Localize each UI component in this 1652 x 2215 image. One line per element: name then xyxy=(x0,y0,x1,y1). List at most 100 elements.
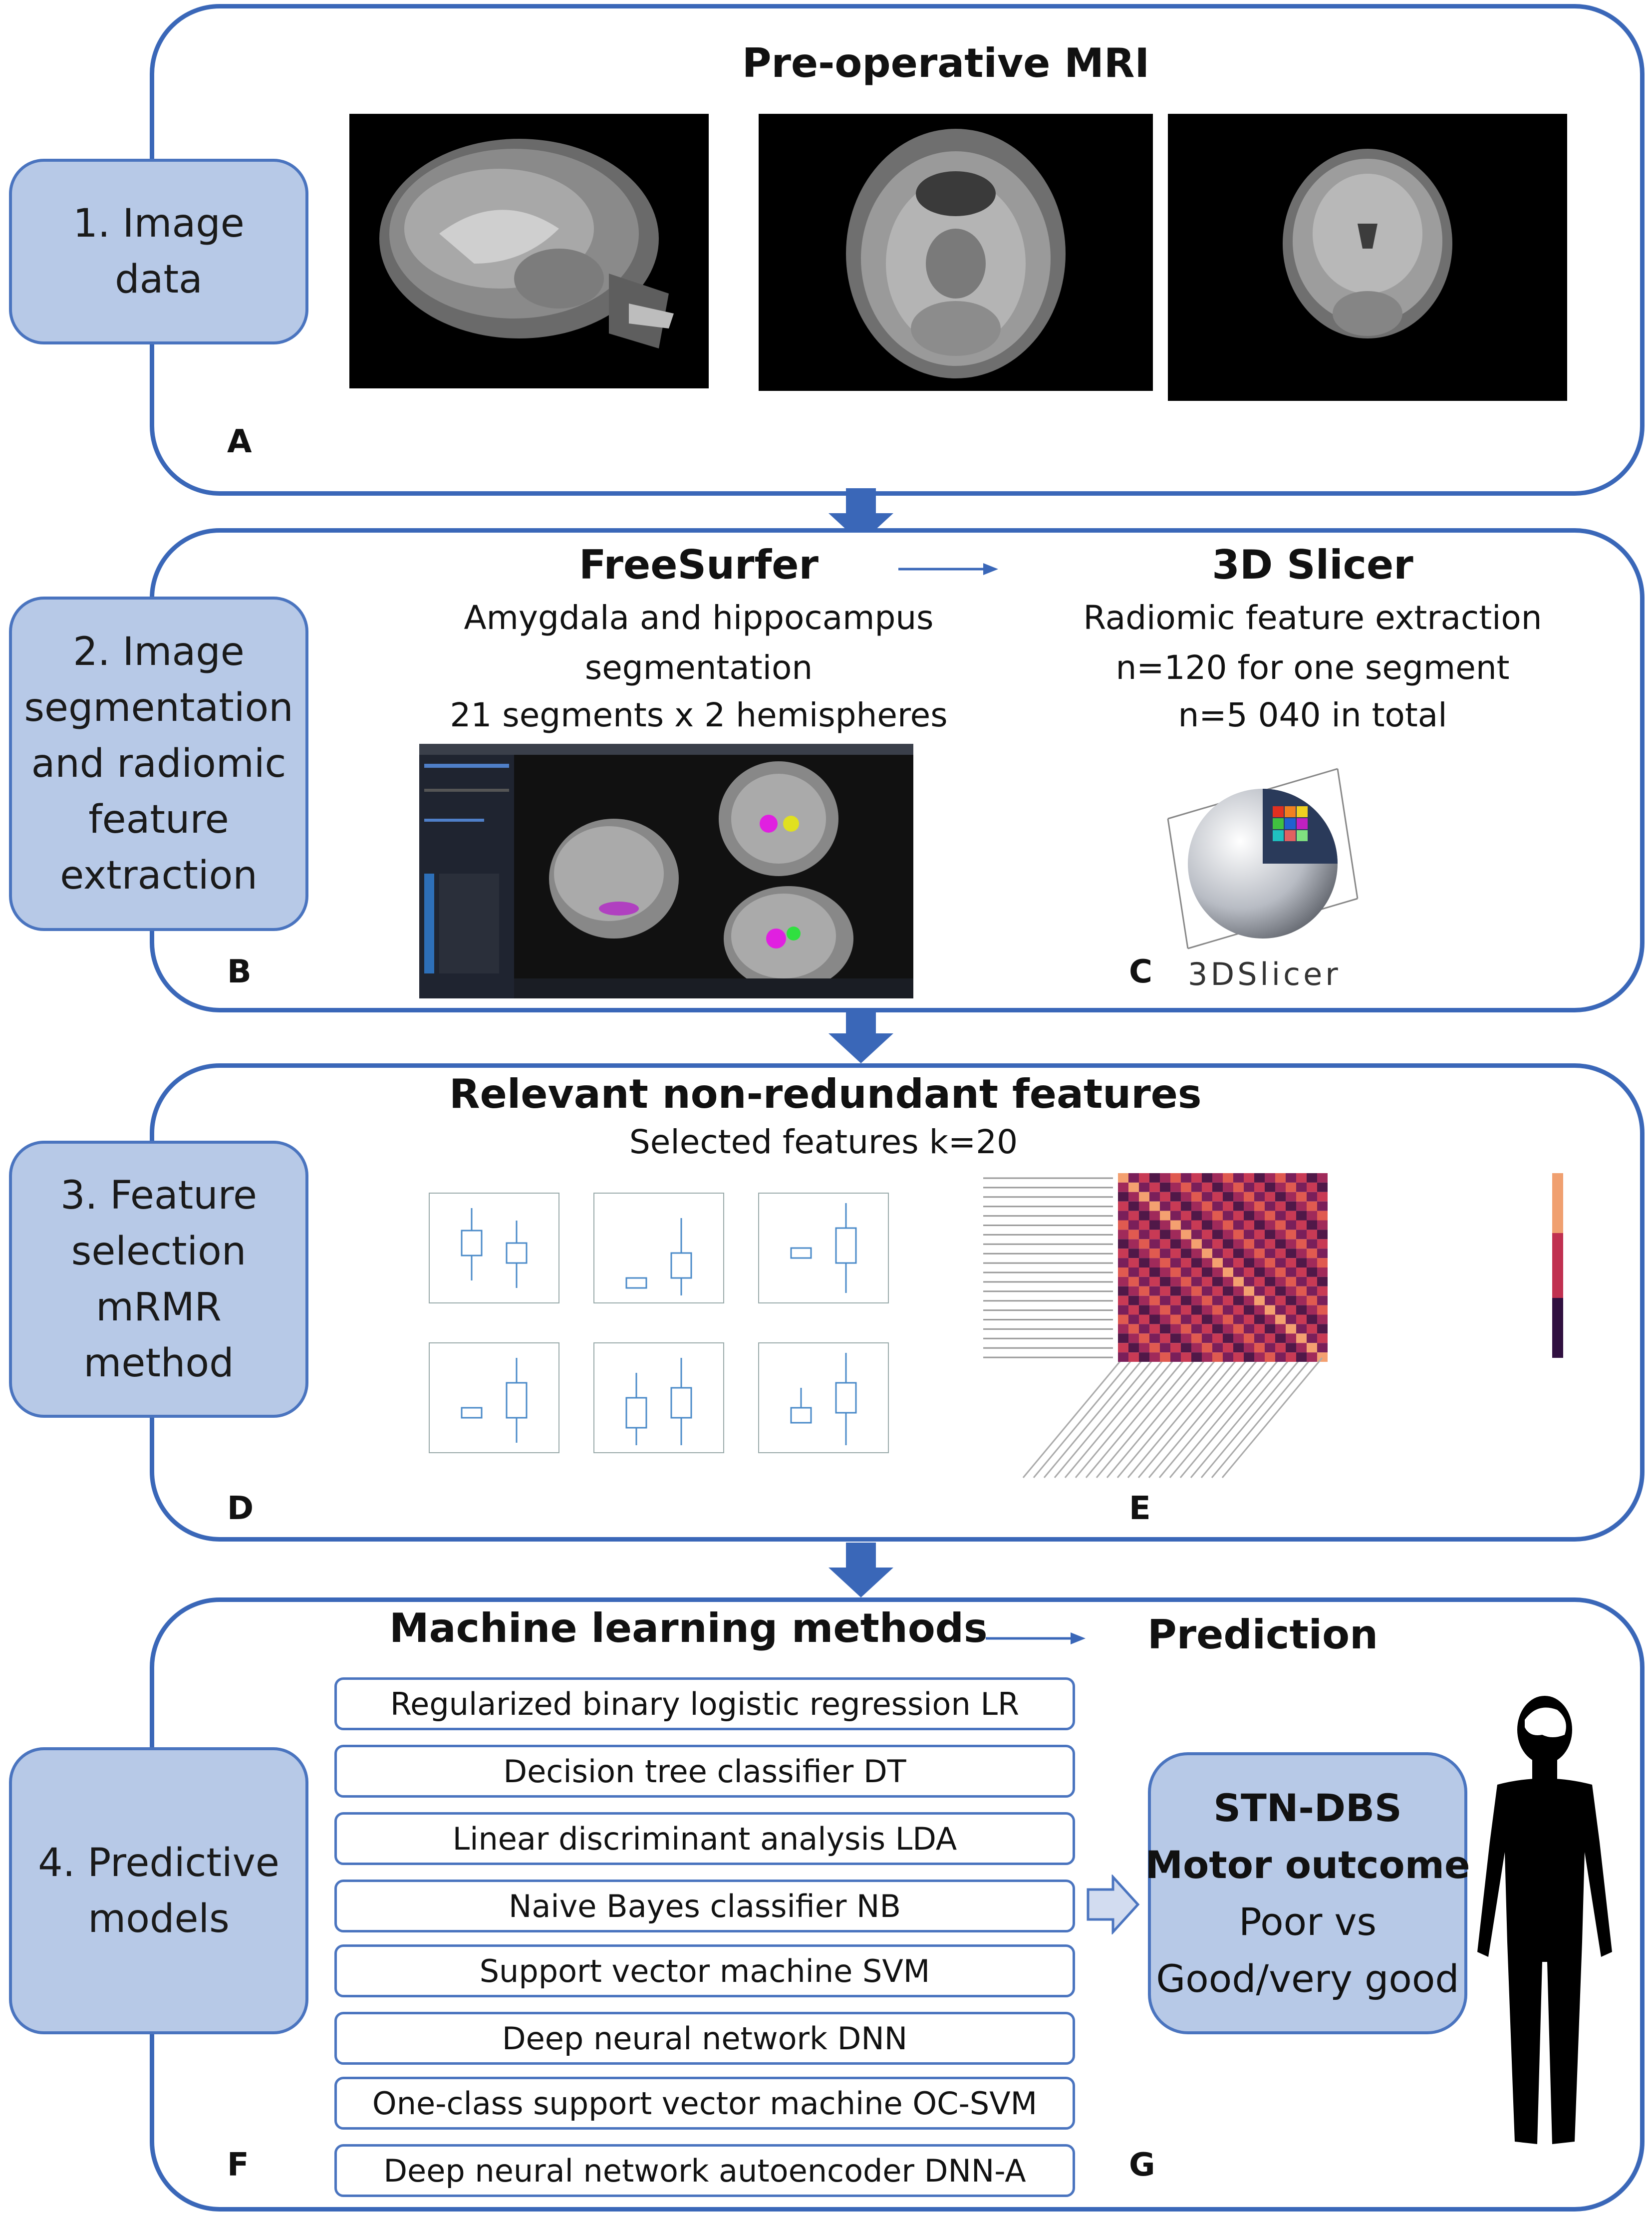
heatmap-cell xyxy=(1233,1173,1244,1183)
method-dnn: Deep neural network DNN xyxy=(334,2012,1075,2065)
heatmap-cell xyxy=(1296,1305,1307,1315)
heatmap-col-label xyxy=(1158,1357,1260,1478)
heatmap-cell xyxy=(1223,1314,1233,1324)
flow-arrow-3 xyxy=(828,1543,893,1597)
heatmap-cell xyxy=(1139,1314,1149,1324)
heatmap-cell xyxy=(1233,1352,1244,1362)
heatmap-col-label xyxy=(1085,1357,1187,1478)
heatmap-cell xyxy=(1191,1314,1202,1324)
heatmap-cell xyxy=(1139,1305,1149,1315)
heatmap-cell xyxy=(1181,1352,1191,1362)
heatmap-col-label xyxy=(1022,1357,1124,1478)
heatmap-cell xyxy=(1307,1343,1317,1353)
heatmap-cell xyxy=(1191,1286,1202,1296)
outcome-box: STN-DBS Motor outcome Poor vs Good/very … xyxy=(1145,1752,1470,2034)
heatmap-cell xyxy=(1181,1173,1191,1183)
heatmap-col-label xyxy=(1221,1357,1323,1478)
heatmap-cell xyxy=(1139,1192,1149,1202)
heatmap-cell xyxy=(1149,1305,1160,1315)
heatmap-cell xyxy=(1265,1192,1275,1202)
heatmap-cell xyxy=(1128,1352,1139,1362)
heatmap-cell xyxy=(1265,1295,1275,1305)
heatmap-cell xyxy=(1223,1182,1233,1192)
heatmap-cell xyxy=(1160,1230,1170,1240)
heatmap-cell xyxy=(1296,1230,1307,1240)
heatmap-cell xyxy=(1275,1324,1286,1334)
heatmap-cell xyxy=(1233,1314,1244,1324)
heatmap-cell xyxy=(1118,1239,1128,1249)
heatmap-cell xyxy=(1181,1182,1191,1192)
slicer-logo: 3DSlicer xyxy=(1158,759,1368,998)
step-1-line2: data xyxy=(115,257,203,302)
heatmap-cell xyxy=(1317,1220,1328,1230)
heatmap-cell xyxy=(1139,1258,1149,1267)
heatmap-cell xyxy=(1212,1249,1223,1259)
heatmap-cell xyxy=(1233,1211,1244,1221)
heatmap-cell xyxy=(1170,1286,1181,1296)
heatmap-cell xyxy=(1244,1211,1254,1221)
heatmap-cell xyxy=(1254,1343,1265,1353)
heatmap-cell xyxy=(1202,1276,1212,1286)
heatmap-cell xyxy=(1317,1230,1328,1240)
heatmap-cell xyxy=(1307,1211,1317,1221)
heatmap-cell xyxy=(1307,1286,1317,1296)
heatmap-cell xyxy=(1149,1230,1160,1240)
heatmap-cell xyxy=(1286,1258,1296,1267)
heatmap-cell xyxy=(1212,1201,1223,1211)
heatmap-cell xyxy=(1275,1230,1286,1240)
heatmap-cell xyxy=(1118,1249,1128,1259)
heatmap-cell xyxy=(1244,1249,1254,1259)
heatmap-cell xyxy=(1212,1276,1223,1286)
heatmap-cell xyxy=(1254,1295,1265,1305)
outcome-line2: Motor outcome xyxy=(1145,1842,1470,1887)
freesurfer-title: FreeSurfer xyxy=(578,542,819,588)
heatmap-cell xyxy=(1223,1249,1233,1259)
heatmap-cell xyxy=(1181,1314,1191,1324)
heatmap-cell xyxy=(1296,1276,1307,1286)
heatmap-cell xyxy=(1160,1267,1170,1277)
heatmap-cell xyxy=(1244,1258,1254,1267)
heatmap-cell xyxy=(1149,1276,1160,1286)
heatmap-cell xyxy=(1202,1230,1212,1240)
heatmap-cell xyxy=(1307,1239,1317,1249)
heatmap-cell xyxy=(1244,1267,1254,1277)
heatmap-cell xyxy=(1265,1258,1275,1267)
heatmap-cell xyxy=(1296,1258,1307,1267)
heatmap-cell xyxy=(1139,1352,1149,1362)
heatmap-cell xyxy=(1254,1276,1265,1286)
heatmap-cell xyxy=(1223,1211,1233,1221)
heatmap-cell xyxy=(1233,1343,1244,1353)
heatmap-cell xyxy=(1233,1201,1244,1211)
heatmap-cell xyxy=(1170,1173,1181,1183)
mri-coronal-image xyxy=(1168,114,1567,401)
heatmap-cell xyxy=(1202,1305,1212,1315)
heatmap-cell xyxy=(1286,1211,1296,1221)
heatmap-cell xyxy=(1118,1333,1128,1343)
heatmap-cell xyxy=(1170,1258,1181,1267)
step-3-line2: selection xyxy=(71,1229,247,1274)
heatmap-cell xyxy=(1254,1192,1265,1202)
step-2-box: 2. Image segmentation and radiomic featu… xyxy=(9,597,308,931)
heatmap-cell xyxy=(1223,1324,1233,1334)
heatmap-cell xyxy=(1139,1295,1149,1305)
heatmap-cell xyxy=(1212,1343,1223,1353)
heatmap-cell xyxy=(1286,1267,1296,1277)
heatmap-cell xyxy=(1139,1333,1149,1343)
heatmap-cell xyxy=(1317,1352,1328,1362)
heatmap-cell xyxy=(1118,1220,1128,1230)
heatmap-cell xyxy=(1296,1314,1307,1324)
heatmap-cell xyxy=(1254,1182,1265,1192)
heatmap-cell xyxy=(1233,1239,1244,1249)
heatmap-cell xyxy=(1212,1220,1223,1230)
heatmap-cell xyxy=(1286,1276,1296,1286)
heatmap-cell xyxy=(1275,1211,1286,1221)
heatmap-cell xyxy=(1118,1305,1128,1315)
heatmap-cell xyxy=(1202,1258,1212,1267)
heatmap-cell xyxy=(1160,1333,1170,1343)
heatmap-cell xyxy=(1286,1201,1296,1211)
heatmap-cell xyxy=(1244,1305,1254,1315)
heatmap-cell xyxy=(1118,1192,1128,1202)
heatmap-cell xyxy=(1160,1286,1170,1296)
heatmap-cell xyxy=(1296,1182,1307,1192)
heatmap-cell xyxy=(1254,1249,1265,1259)
